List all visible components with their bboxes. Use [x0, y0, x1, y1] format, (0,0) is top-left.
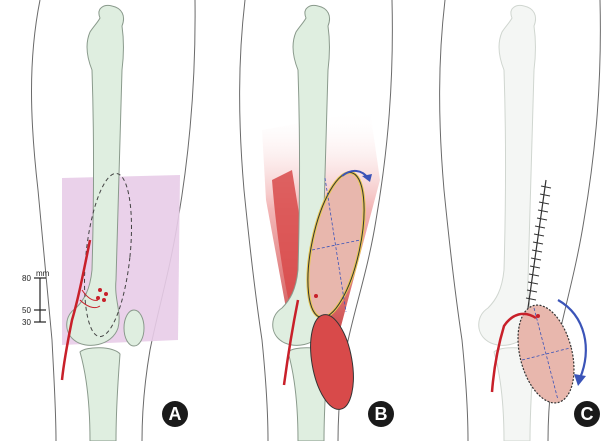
scale-tick-30: 30: [22, 318, 31, 327]
panel-c: C: [440, 0, 601, 441]
perforator-dot: [104, 292, 108, 296]
perforator-dot: [96, 296, 100, 300]
scale-bar: 80 mm 50 30: [22, 269, 50, 327]
panel-b: B: [240, 0, 394, 441]
perforator-dot: [102, 298, 106, 302]
patella-a: [124, 310, 144, 346]
scale-tick-80: 80: [22, 274, 31, 283]
tibia-a: [80, 348, 120, 441]
perforator-dot: [536, 314, 540, 318]
scale-unit: mm: [36, 269, 50, 278]
perforator-dot: [98, 288, 102, 292]
panel-label-a: A: [169, 404, 182, 424]
perforator-dot: [314, 294, 318, 298]
arrow-head-c: [574, 374, 586, 386]
panel-label-c: C: [581, 404, 594, 424]
scale-tick-50: 50: [22, 306, 31, 315]
femur-c: [479, 6, 536, 346]
panel-label-b: B: [375, 404, 388, 424]
panel-a: 80 mm 50 30 A: [22, 0, 195, 441]
